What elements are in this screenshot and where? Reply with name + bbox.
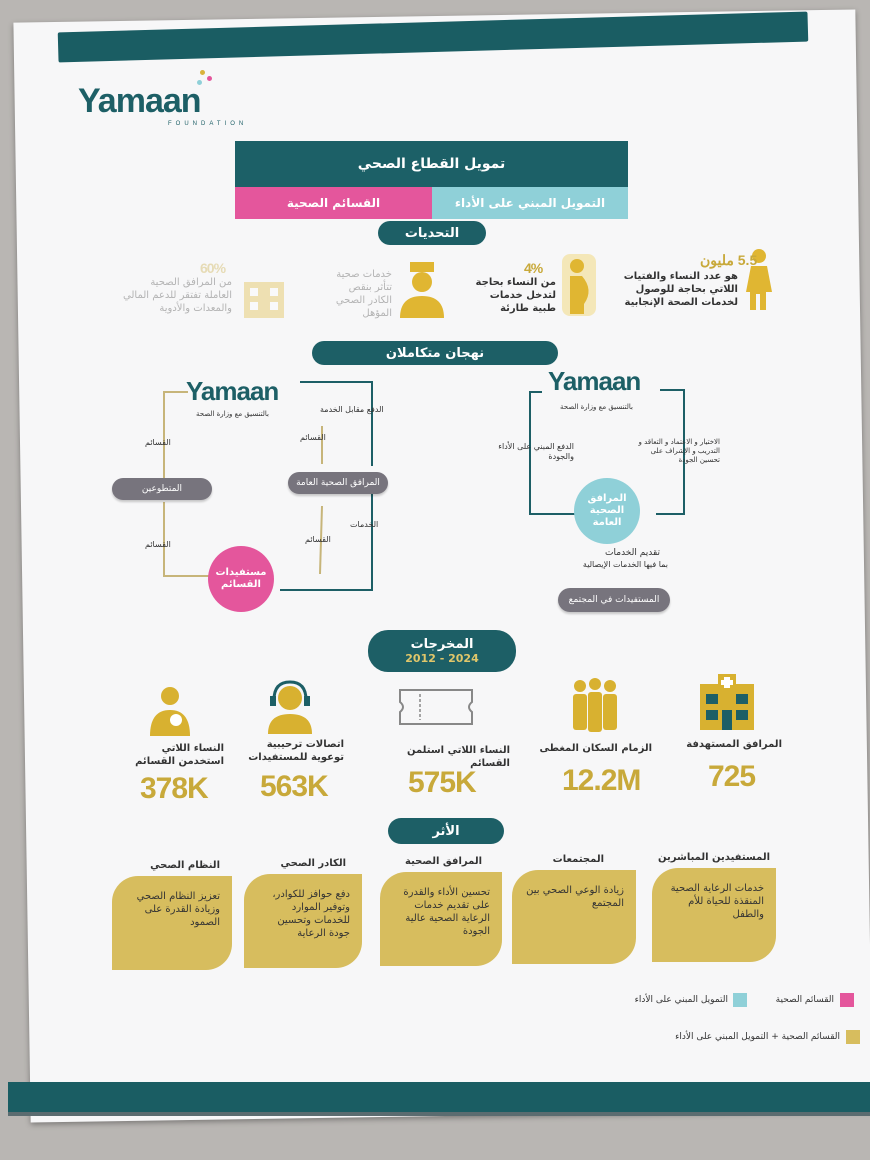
headset-icon [268,680,312,734]
left-vouchers-label-4: القسائم [305,535,331,544]
legend-olive-swatch [846,1030,860,1044]
legend-teal-swatch [733,993,747,1007]
right-public-facilities-circle: المرافق الصحية العامة [574,478,640,544]
hospital-icon [700,674,754,730]
left-services-label: الخدمات [350,520,379,529]
left-coordination: بالتنسيق مع وزارة الصحة [196,410,269,418]
right-flow-arrows [529,389,685,515]
community-beneficiaries-box: المستفيدات في المجتمع [558,588,670,612]
outputs-title: المخرجات [410,637,474,652]
output-3-label: النساء اللاتي استلمن القسائم [406,745,510,769]
challenge-2-value: 4% [524,260,543,276]
output-5-value: 378K [140,772,209,805]
left-vouchers-label-1: القسائم [145,438,171,447]
logo-sub: FOUNDATION [168,121,248,127]
voucher-icon [399,689,473,725]
outreach-label: بما فيها الخدمات الإيصالية [582,560,668,569]
pregnant-woman-icon [746,249,772,310]
header-vouchers: القسائم الصحية [235,187,432,219]
beneficiaries-circle: مستفيدات القسائم [208,546,274,612]
logo-wordmark: Yamaan [78,82,202,120]
impact-title: الأثر [388,818,504,844]
legend-olive-label: القسائم الصحية + التمويل المبني على الأد… [675,1032,840,1042]
impact-4-card: دفع حوافز للكوادر، وتوفير الموارد للخدما… [244,874,362,968]
left-vouchers-label-2: القسائم [300,433,326,442]
right-diagram-logo: Yamaan [548,366,641,397]
legend-pink-label: القسائم الصحية [775,995,834,1005]
approaches-title: نهجان متكاملان [312,341,558,365]
output-2-value: 12.2M [562,764,641,797]
challenge-1-value: 5.5 مليون [700,252,758,268]
people-icon [573,678,617,732]
left-flow-arrows [163,381,373,591]
outputs-title-box: المخرجات 2012 - 2024 [368,630,516,672]
left-logo-wordmark: Yamaan [186,376,279,406]
output-4-label: اتصالات ترحيبية توعوية للمستفيدات [248,739,344,763]
impact-2-heading: المجتمعات [552,854,604,865]
output-5-label: النساء اللاتي استخدمن القسائم [135,743,224,767]
challenge-4-value: 60% [200,260,226,276]
left-vouchers-label-3: القسائم [145,540,171,549]
impact-3-card: تحسين الأداء والقدرة على تقديم خدمات الر… [380,872,502,966]
impact-1-heading: المستفيدين المباشرين [658,852,770,863]
outputs-years: 2012 - 2024 [405,652,479,665]
mother-baby-icon [150,687,190,736]
bottom-band [8,1082,870,1112]
left-pay-service-label: الدفع مقابل الخدمة [320,405,384,414]
service-delivery-label: تقديم الخدمات [605,548,660,558]
right-selection-label: الاختيار و الاعتماد و التعاقد و التدريب … [638,438,720,465]
left-public-facilities-box: المرافق الصحية العامة [288,472,388,494]
challenge-4-text: من المرافق الصحية العاملة تفتقر للدعم ال… [123,277,232,314]
impact-2-card: زيادة الوعي الصحي بين المجتمع [512,870,636,964]
yamaan-logo: Yamaan FOUNDATION [78,82,247,127]
output-1-value: 725 [708,760,756,793]
challenge-3-text: خدمات صحية تتأثر بنقص الكادر الصحي المؤه… [335,269,392,319]
right-logo-wordmark: Yamaan [548,366,641,396]
right-coordination: بالتنسيق مع وزارة الصحة [560,403,633,411]
output-2-label: الزمام السكان المغطى [539,743,653,754]
impact-4-heading: الكادر الصحي [280,858,346,869]
doctor-icon [400,262,444,318]
right-performance-pay-label: الدفع المبني على الأداء والجودة [498,442,574,462]
output-3-value: 575K [408,766,477,799]
legend-pink-swatch [840,993,854,1007]
impact-5-card: تعزيز النظام الصحي وزيادة القدرة على الص… [112,876,232,970]
challenge-1-text: هو عدد النساء والفتيات اللاتي بحاجة للوص… [623,271,738,308]
output-4-value: 563K [260,770,329,803]
pregnant-belly-icon [562,254,596,316]
page-title: تمويل القطاع الصحي [235,141,628,187]
header-pbf: التمويل المبني على الأداء [432,187,628,219]
impact-1-card: خدمات الرعاية الصحية المنقذة للحياة للأم… [652,868,776,962]
volunteers-box: المتطوعين [112,478,212,500]
impact-5-heading: النظام الصحي [150,860,220,871]
output-1-label: المرافق المستهدفة [686,739,782,750]
impact-3-heading: المرافق الصحية [405,856,482,867]
legend-teal-label: التمويل المبني على الأداء [634,995,728,1005]
challenges-title: التحديات [378,221,486,245]
left-diagram-logo: Yamaan [186,376,279,407]
facility-icon [244,282,284,318]
challenge-2-text: من النساء بحاجة لتدخل خدمات طبية طارئة [475,277,556,314]
